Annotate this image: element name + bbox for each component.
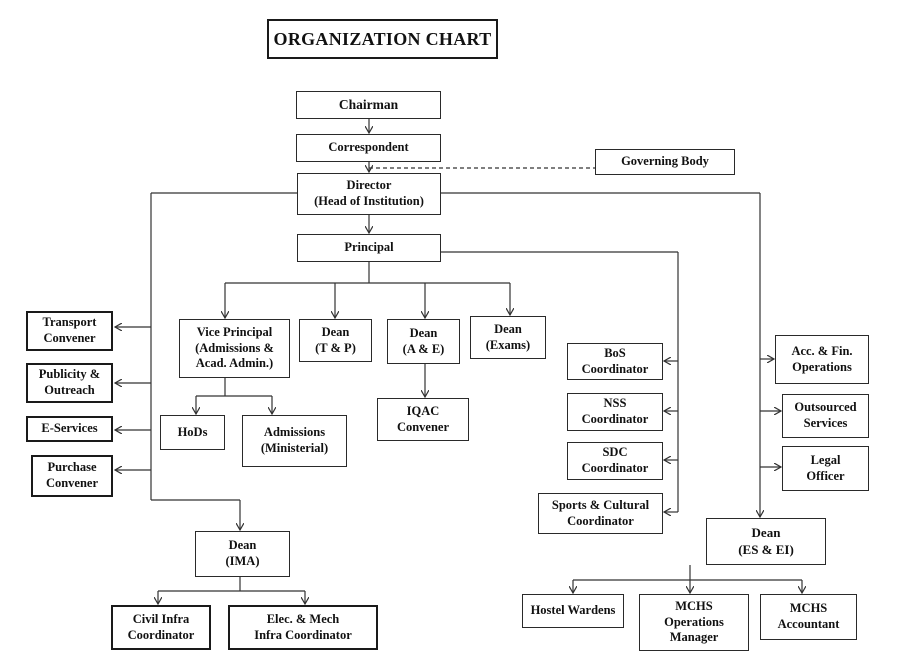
node-dean-exams: Dean (Exams) (470, 316, 546, 359)
node-director: Director (Head of Institution) (297, 173, 441, 215)
node-correspondent: Correspondent (296, 134, 441, 162)
node-principal: Principal (297, 234, 441, 262)
node-governing-body: Governing Body (595, 149, 735, 175)
node-transport-convener: Transport Convener (26, 311, 113, 351)
node-dean-tp: Dean (T & P) (299, 319, 372, 362)
node-chairman: Chairman (296, 91, 441, 119)
node-mchs-accountant: MCHS Accountant (760, 594, 857, 640)
node-hods: HoDs (160, 415, 225, 450)
node-purchase-convener: Purchase Convener (31, 455, 113, 497)
node-vice-principal: Vice Principal (Admissions & Acad. Admin… (179, 319, 290, 378)
node-admissions: Admissions (Ministerial) (242, 415, 347, 467)
node-acc-fin-operations: Acc. & Fin. Operations (775, 335, 869, 384)
node-elec-mech-infra: Elec. & Mech Infra Coordinator (228, 605, 378, 650)
node-e-services: E-Services (26, 416, 113, 442)
node-sdc-coordinator: SDC Coordinator (567, 442, 663, 480)
node-legal-officer: Legal Officer (782, 446, 869, 491)
node-outsourced-services: Outsourced Services (782, 394, 869, 438)
node-nss-coordinator: NSS Coordinator (567, 393, 663, 431)
node-bos-coordinator: BoS Coordinator (567, 343, 663, 380)
node-dean-ae: Dean (A & E) (387, 319, 460, 364)
node-hostel-wardens: Hostel Wardens (522, 594, 624, 628)
node-sports-cultural: Sports & Cultural Coordinator (538, 493, 663, 534)
node-dean-es-ei: Dean (ES & EI) (706, 518, 826, 565)
node-iqac-convener: IQAC Convener (377, 398, 469, 441)
node-publicity-outreach: Publicity & Outreach (26, 363, 113, 403)
chart-title: ORGANIZATION CHART (267, 19, 498, 59)
node-dean-ima: Dean (IMA) (195, 531, 290, 577)
node-civil-infra: Civil Infra Coordinator (111, 605, 211, 650)
node-mchs-operations-manager: MCHS Operations Manager (639, 594, 749, 651)
